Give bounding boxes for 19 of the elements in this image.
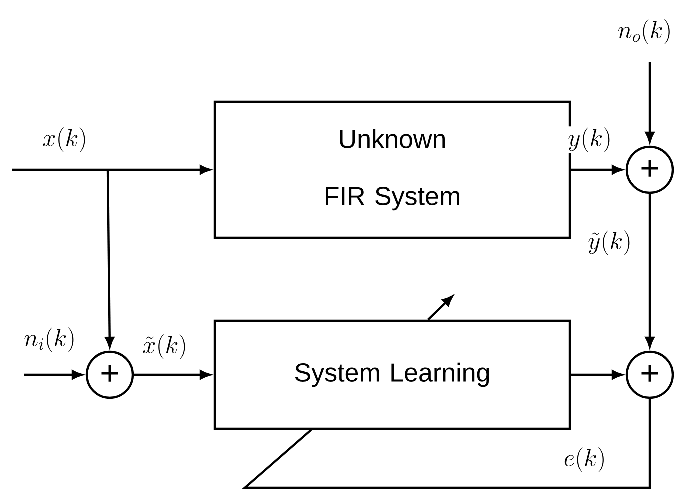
arrow: [12, 165, 211, 175]
edge-label: $e(k)$: [562, 446, 608, 474]
edge-label: $n_i(k)$: [23, 326, 77, 354]
arrow: [571, 370, 623, 380]
summing-junction: +: [86, 350, 134, 400]
arrow: [134, 370, 211, 380]
edge-label: $\tilde{y}(k)$: [587, 230, 633, 256]
arrow: [571, 165, 623, 175]
arrow: [105, 170, 114, 348]
process-box: System Learning: [214, 320, 572, 430]
edge-label: $n_o(k)$: [616, 18, 674, 46]
arrow: [24, 370, 83, 380]
edge-label: $\tilde{x}(k)$: [142, 334, 188, 360]
summing-junction: +: [626, 146, 674, 194]
arrow: [645, 194, 655, 348]
edge-label: $y(k)$: [567, 126, 613, 154]
summing-junction: +: [626, 350, 674, 400]
edge-label: $x(k)$: [42, 126, 88, 154]
arrow: [645, 62, 655, 143]
